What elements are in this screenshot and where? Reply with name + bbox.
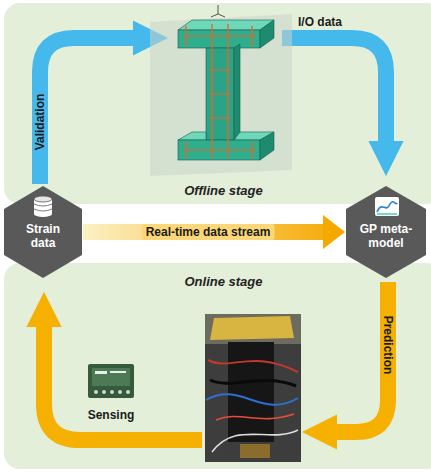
beam-model <box>210 70 230 71</box>
database-icon <box>34 196 52 202</box>
beam-model <box>184 150 256 151</box>
beam-model <box>260 20 274 48</box>
arrow-label: Validation <box>32 90 48 155</box>
model-icon <box>377 202 397 212</box>
beam-model <box>227 24 228 158</box>
edge-label: Real-time data stream <box>142 224 275 240</box>
model-hexagon: GP meta-model <box>346 186 426 278</box>
arrow-label: I/O data <box>294 14 346 30</box>
beam-model <box>150 14 292 176</box>
test-photo <box>206 394 298 405</box>
model-icon <box>375 197 399 216</box>
arrow-label: Prediction <box>380 312 396 379</box>
sensing-device <box>118 390 122 394</box>
beam-model <box>184 36 256 37</box>
beam-model <box>211 24 212 158</box>
sensing-device <box>102 390 106 394</box>
sensing-device <box>88 364 134 398</box>
arrow-label-wrap: Sensing <box>84 407 139 423</box>
stream-arrow <box>83 215 345 249</box>
node-text-wrap: Strain data <box>4 222 82 250</box>
sensing-device <box>110 371 126 373</box>
arrow-label-wrap: Validation <box>32 90 48 155</box>
sensing-device <box>110 390 114 394</box>
beam-model <box>210 118 230 119</box>
flow-arrows <box>330 282 388 432</box>
node-text-wrap: GP meta-model <box>346 222 426 250</box>
model-icon <box>377 213 397 214</box>
sensing-device <box>94 390 98 394</box>
arrow-label-wrap: I/O data <box>294 14 346 30</box>
beam-model <box>178 132 206 140</box>
test-photo <box>228 342 274 442</box>
beam-model <box>150 5 292 176</box>
flow-arrows <box>40 38 140 184</box>
database-icon <box>34 199 52 214</box>
beam-model <box>178 30 260 48</box>
sensing-device <box>92 368 130 386</box>
beam-model <box>218 14 225 17</box>
test-photo <box>205 314 301 462</box>
beam-model <box>234 44 240 140</box>
database-icon <box>34 211 52 217</box>
arrow-label-wrap: Prediction <box>380 312 396 379</box>
flow-arrows <box>282 38 386 148</box>
arrow-label: Sensing <box>84 407 139 423</box>
test-photo <box>210 316 294 340</box>
model-icon <box>375 197 399 216</box>
node-text-wrap: Offline stage <box>4 183 431 198</box>
test-photo <box>240 444 270 458</box>
beam-model <box>206 48 234 140</box>
node-text-wrap: Online stage <box>4 274 431 289</box>
beam-model <box>210 94 230 95</box>
edge-label-wrap: Real-time data stream <box>142 224 275 240</box>
test-photo <box>208 360 298 372</box>
node-label: Online stage <box>4 274 431 289</box>
arrow-shaft <box>83 224 325 240</box>
test-photo <box>216 414 294 420</box>
beam-model <box>260 132 274 160</box>
arrow-head <box>323 215 345 249</box>
database-icon <box>34 204 52 206</box>
data-hexagon: Strain data <box>4 186 82 278</box>
beam-model <box>218 5 219 14</box>
node-label: Strain data <box>14 222 72 250</box>
beam-model <box>178 20 274 30</box>
node-label: GP meta-model <box>349 222 423 250</box>
node-label: Offline stage <box>4 183 431 198</box>
sensing-device <box>95 371 107 374</box>
sensing-device <box>126 390 130 394</box>
test-photo <box>210 380 296 386</box>
test-photo <box>205 314 301 344</box>
database-icon <box>34 209 52 211</box>
database-icon <box>34 196 52 217</box>
beam-model <box>211 14 218 17</box>
beam-model <box>178 140 260 160</box>
test-photo <box>205 314 301 462</box>
sensing-device <box>88 364 134 398</box>
flow-arrows <box>44 320 202 440</box>
